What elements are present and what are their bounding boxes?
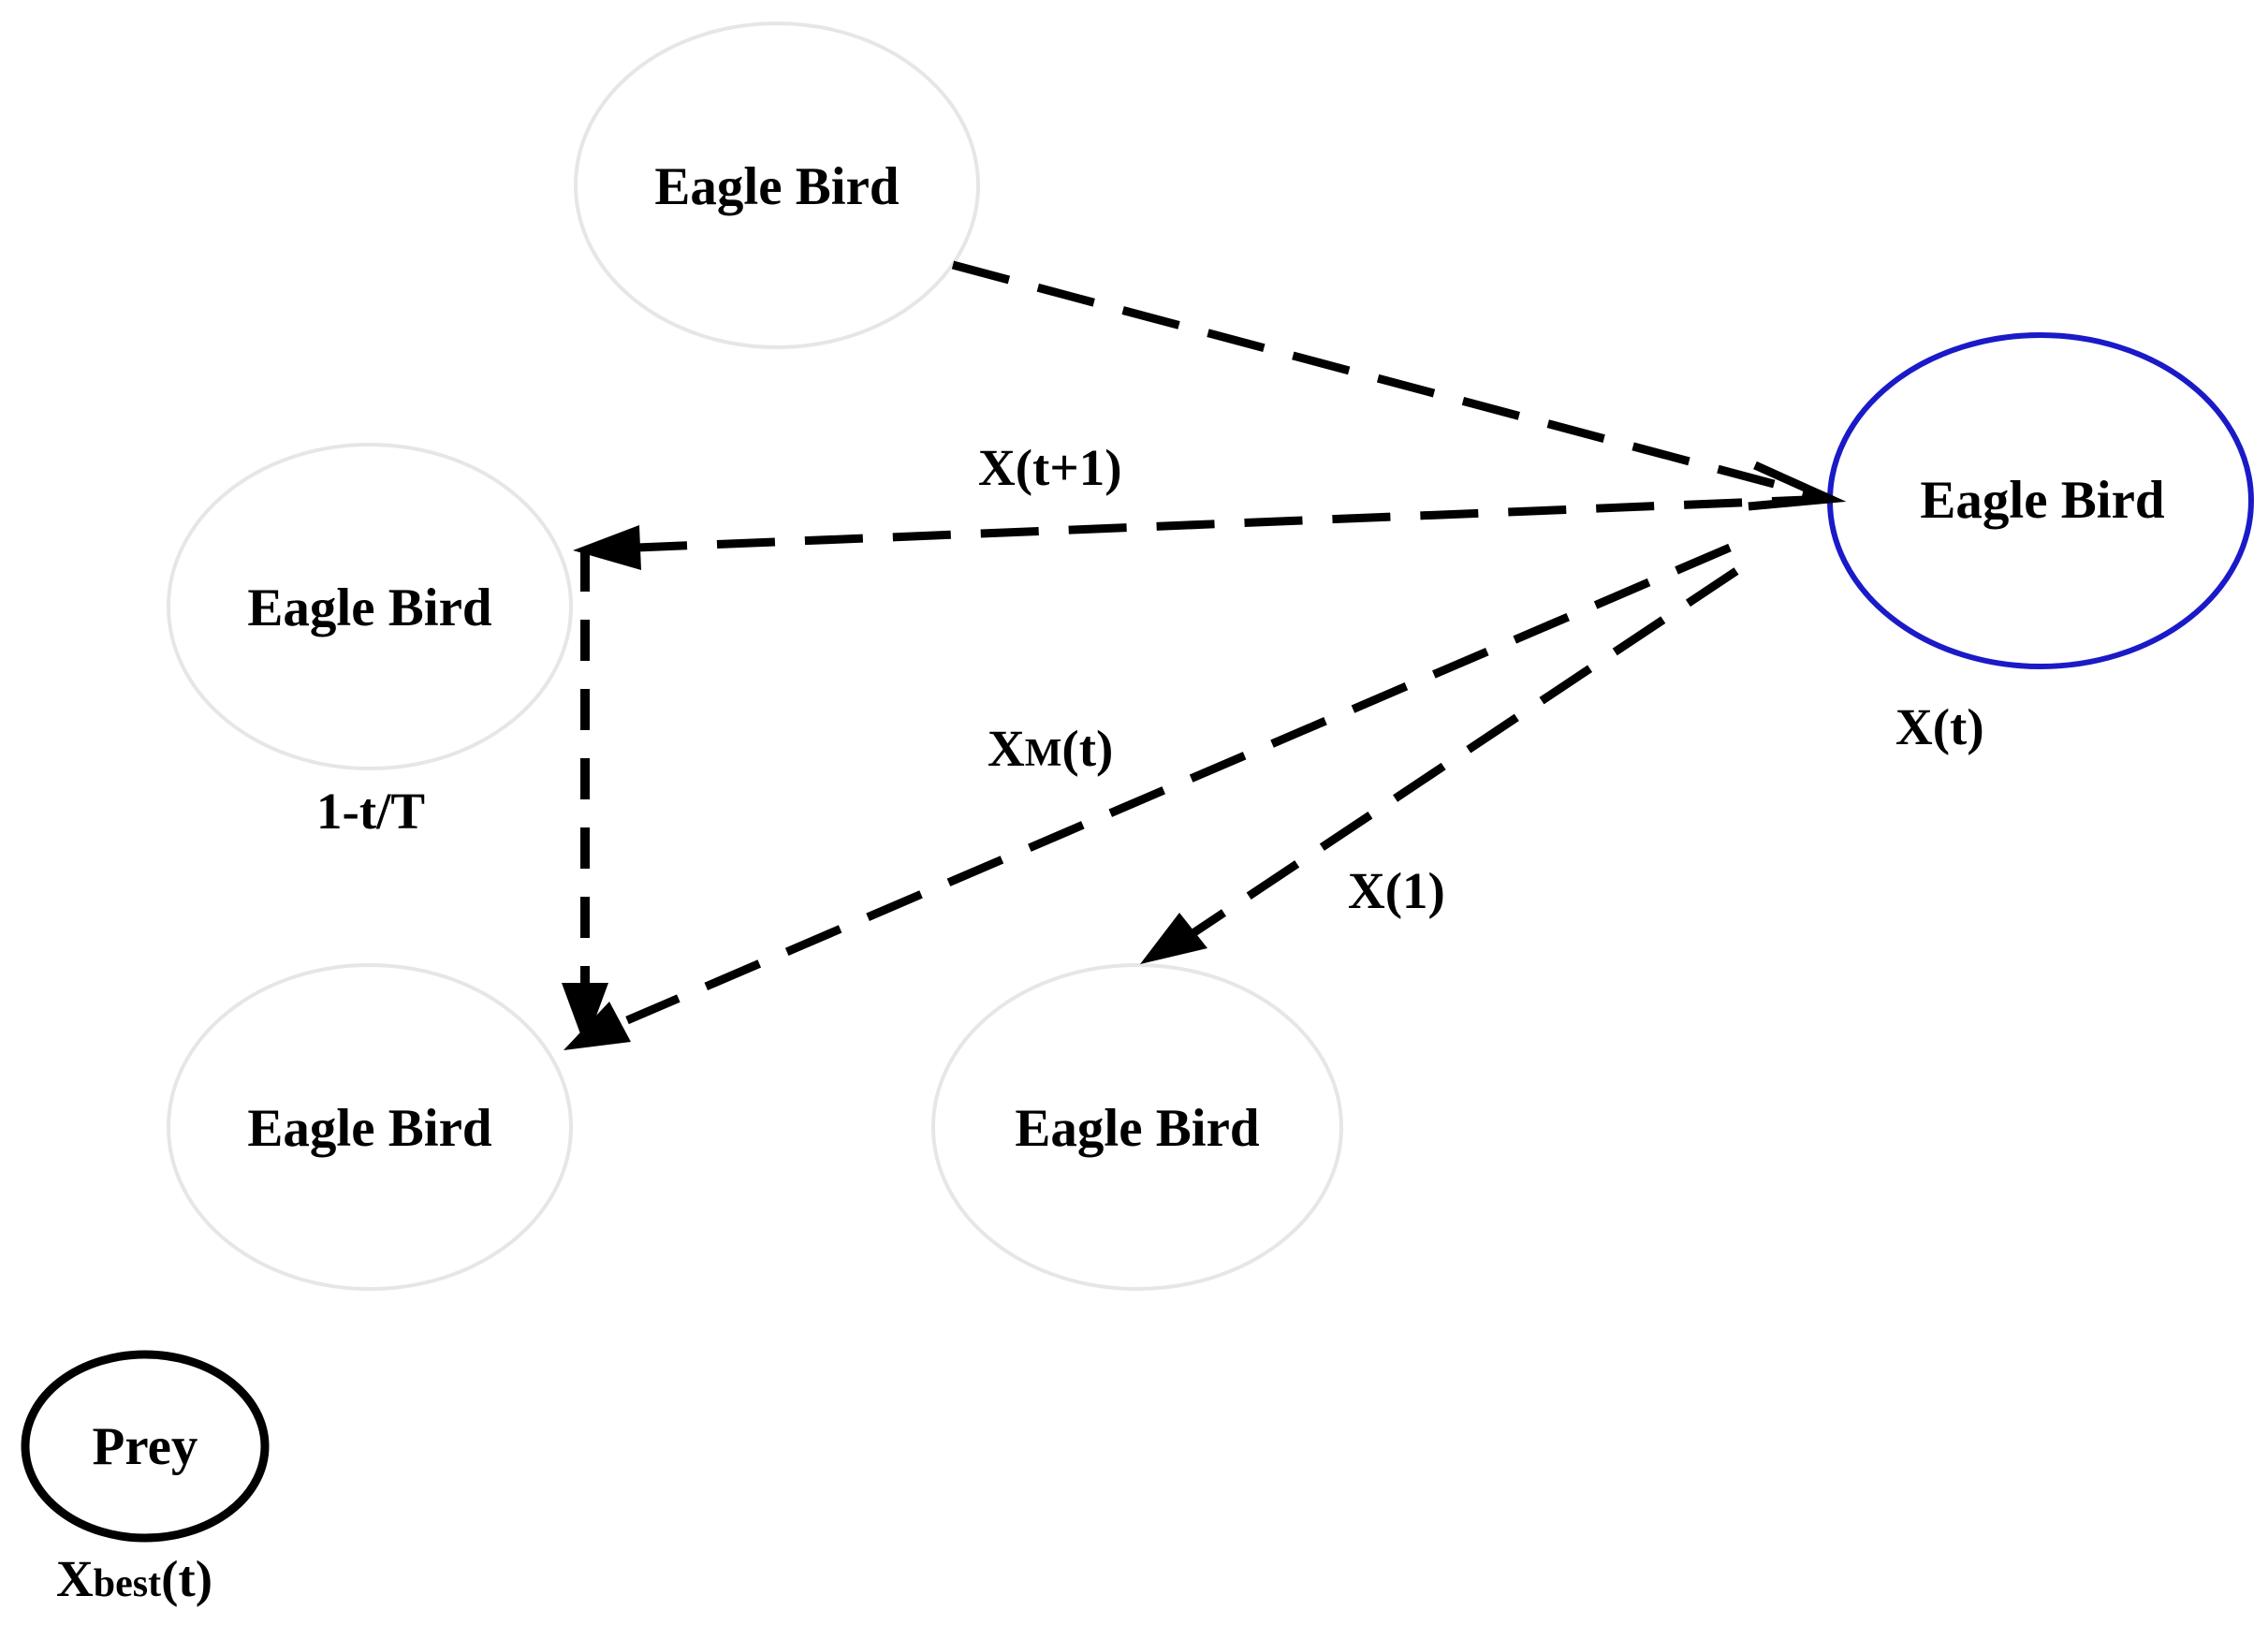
eagle-node-bottom-middle: Eagle Bird <box>931 963 1343 1291</box>
label-one-minus-t-over-t: 1-t/T <box>316 783 425 840</box>
label-x-best-t: Xbest(t) <box>56 1550 212 1607</box>
arrow-current-to-bottom-left <box>625 543 1732 1025</box>
label-x-m-t: XM(t) <box>988 720 1113 777</box>
arrow-current-to-left <box>636 494 1831 552</box>
eagle-node-left-label: Eagle Bird <box>247 578 492 637</box>
eagle-node-bottom-left: Eagle Bird <box>167 963 573 1291</box>
eagle-node-bottom-left-label: Eagle Bird <box>247 1099 492 1158</box>
eagle-node-current-label: Eagle Bird <box>1920 471 2165 530</box>
arrow-current-to-bottom-left-head <box>563 1002 631 1050</box>
prey-node-outline <box>21 1350 270 1543</box>
arrow-top-to-current <box>951 260 1832 504</box>
arrow-current-to-bottom-middle <box>1186 567 1739 940</box>
eagle-node-current: Eagle Bird <box>1827 332 2254 669</box>
eagle-node-top-label: Eagle Bird <box>654 157 900 216</box>
label-x-t-plus-1: X(t+1) <box>978 439 1122 496</box>
arrow-current-to-left-head <box>573 525 641 570</box>
arrow-current-to-bottom-middle-head <box>1140 913 1207 964</box>
label-x-t: X(t) <box>1895 698 1984 755</box>
prey-node: Prey <box>21 1350 270 1543</box>
eagle-node-bottom-middle-label: Eagle Bird <box>1015 1099 1260 1158</box>
arrow-left-to-bottom-left-head <box>562 983 608 1047</box>
eagle-node-left: Eagle Bird <box>167 443 573 770</box>
label-x-1: X(1) <box>1348 862 1445 919</box>
prey-node-label: Prey <box>93 1417 198 1476</box>
eagle-node-top: Eagle Bird <box>574 22 980 349</box>
